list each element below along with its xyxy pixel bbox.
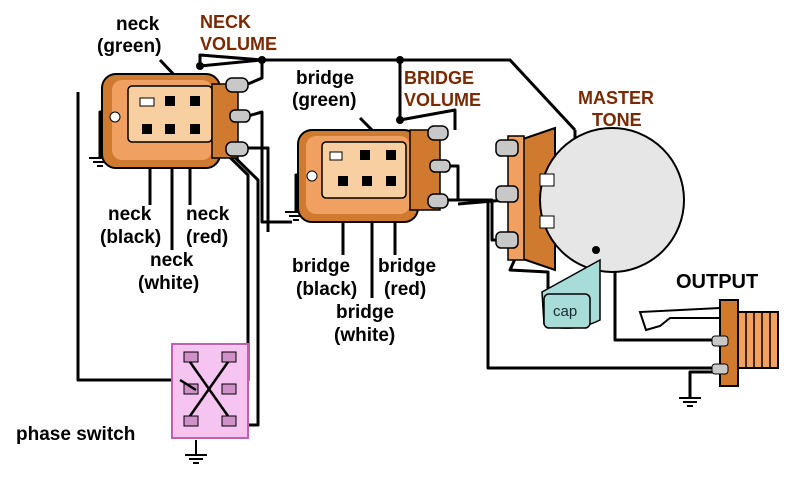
wire-neck-left-loop — [76, 92, 180, 382]
junction-dots — [196, 56, 600, 254]
tone-lugs — [495, 139, 519, 249]
wire-bridge-vol-top — [398, 60, 457, 130]
label-neck-green-2: (green) — [97, 36, 161, 57]
neck-vol-lugs — [225, 77, 251, 157]
wire-output-ground — [688, 370, 720, 398]
label-bridge-red-2: (red) — [384, 279, 426, 300]
labels: neck (green) NECK VOLUME bridge (green) … — [16, 12, 758, 445]
label-neck-white-2: (white) — [138, 273, 199, 294]
label-neck-white-1: neck — [150, 250, 194, 271]
label-master-tone-2: TONE — [592, 110, 642, 130]
label-neck-volume-2: VOLUME — [200, 34, 277, 54]
phase-switch[interactable] — [171, 343, 249, 439]
label-neck-green-1: neck — [116, 14, 160, 35]
label-bridge-black-2: (black) — [296, 279, 357, 300]
label-bridge-white-2: (white) — [334, 325, 395, 346]
output-jack — [638, 299, 779, 387]
bridge-vol-lugs — [427, 125, 451, 209]
label-phase-switch: phase switch — [16, 424, 135, 445]
label-bridge-green-2: (green) — [292, 90, 356, 111]
label-bridge-green-1: bridge — [296, 68, 354, 89]
label-bridge-red-1: bridge — [378, 256, 436, 277]
wire-top-bus — [199, 58, 577, 132]
label-neck-red-2: (red) — [186, 227, 228, 248]
label-neck-volume-1: NECK — [200, 12, 251, 32]
ground-icon-phase-switch — [185, 440, 207, 464]
wire-output-hot — [486, 202, 720, 370]
neck-volume-pot — [101, 73, 251, 169]
master-tone-pot — [495, 126, 685, 273]
bridge-volume-pot — [297, 125, 451, 223]
label-neck-black-1: neck — [108, 204, 152, 225]
label-bridge-volume-1: BRIDGE — [404, 68, 474, 88]
label-master-tone-1: MASTER — [578, 88, 654, 108]
label-cap: cap — [553, 303, 577, 320]
label-neck-red-1: neck — [186, 204, 230, 225]
label-output: OUTPUT — [676, 271, 758, 293]
label-bridge-white-1: bridge — [336, 302, 394, 323]
label-bridge-volume-2: VOLUME — [404, 90, 481, 110]
ground-icon-output — [679, 397, 701, 407]
wire-neck-vol-lug2 — [247, 110, 292, 224]
wire-neck-vol-lug3 — [245, 146, 270, 232]
capacitor — [541, 258, 601, 329]
label-neck-black-2: (black) — [100, 227, 161, 248]
label-bridge-black-1: bridge — [292, 256, 350, 277]
